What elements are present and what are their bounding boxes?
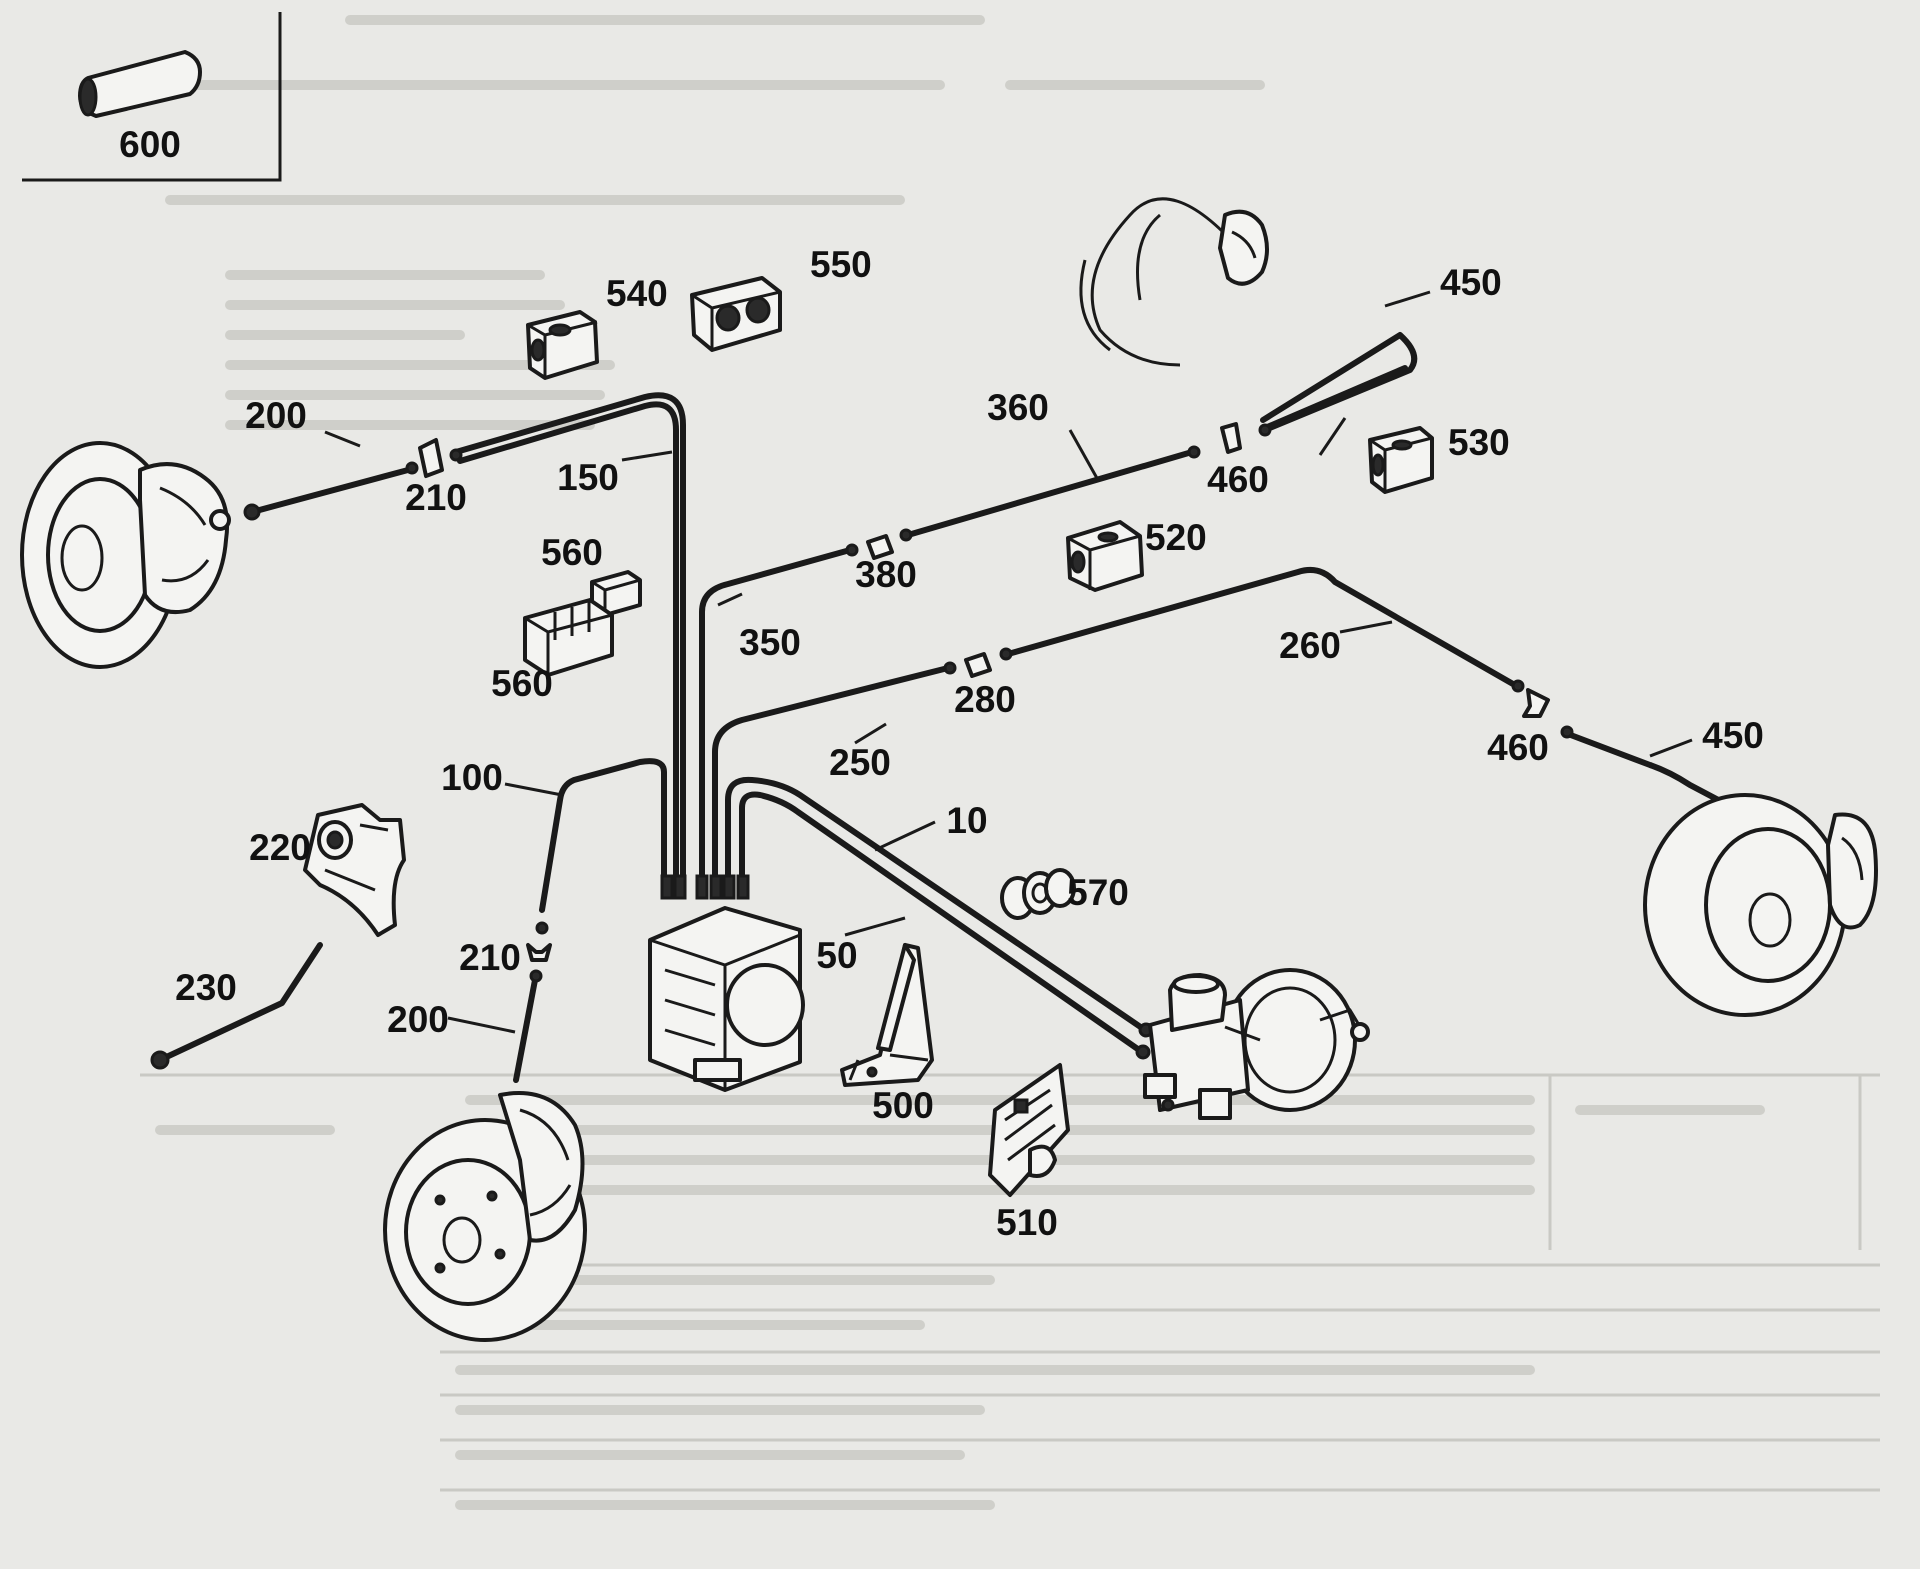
label-380: 380 xyxy=(855,554,917,595)
label-200-bottom: 200 xyxy=(387,999,449,1040)
bracket-500-icon xyxy=(840,943,934,1087)
label-50: 50 xyxy=(816,935,857,976)
connector-210-bottom-icon xyxy=(526,921,552,983)
sensor-220-icon xyxy=(303,803,406,937)
label-530: 530 xyxy=(1448,422,1510,463)
pipe-50 xyxy=(739,791,1145,1055)
label-460-bottom: 460 xyxy=(1487,727,1549,768)
label-450-bottom: 450 xyxy=(1702,715,1764,756)
master-cylinder-booster-icon xyxy=(1143,968,1370,1120)
label-10: 10 xyxy=(946,800,987,841)
connector-460-bottom-icon xyxy=(1511,679,1574,739)
union-280-icon xyxy=(943,647,1013,678)
label-230: 230 xyxy=(175,967,237,1008)
label-570: 570 xyxy=(1067,872,1129,913)
pipe-200-front-right xyxy=(513,977,538,1083)
label-100: 100 xyxy=(441,757,503,798)
disc-front-left-icon xyxy=(20,441,231,669)
pipe-100 xyxy=(539,758,667,913)
label-150: 150 xyxy=(557,457,619,498)
clips-570-icon xyxy=(1000,868,1076,920)
connector-460-top-icon xyxy=(1187,422,1272,459)
pipe-230 xyxy=(157,942,323,1063)
label-550: 550 xyxy=(810,244,872,285)
pipe-150 xyxy=(453,392,686,883)
holder-560-large-icon xyxy=(523,598,614,677)
disc-rear-right-icon xyxy=(1079,197,1269,367)
abs-unit-icon xyxy=(648,906,805,1092)
pipe-350 xyxy=(699,547,853,883)
pipe-200-front-left xyxy=(249,467,411,515)
label-210-top: 210 xyxy=(405,477,467,518)
pipe-360 xyxy=(905,449,1195,538)
label-560-bottom: 560 xyxy=(491,663,553,704)
holder-550-icon xyxy=(690,276,782,352)
label-460-top: 460 xyxy=(1207,459,1269,500)
label-600: 600 xyxy=(119,124,181,165)
connectors xyxy=(405,422,1574,983)
holder-540-icon xyxy=(526,310,599,380)
disc-front-right-icon xyxy=(383,1091,587,1342)
pipe-450-rear-right xyxy=(1260,332,1418,433)
brake-pipes xyxy=(150,332,1835,1083)
pipe-150-twin xyxy=(457,401,679,883)
disc-rear-left-icon xyxy=(1643,793,1878,1017)
sleeve-600-icon xyxy=(78,50,202,118)
label-520: 520 xyxy=(1145,517,1207,558)
connector-210-top-icon xyxy=(405,438,463,478)
holder-520-icon xyxy=(1066,520,1144,592)
label-450-top: 450 xyxy=(1440,262,1502,303)
leader-lines xyxy=(324,290,1693,1042)
label-360: 360 xyxy=(987,387,1049,428)
label-350: 350 xyxy=(739,622,801,663)
label-560-top: 560 xyxy=(541,532,603,573)
pipe-450-rear-left xyxy=(1565,731,1835,863)
label-210-bottom: 210 xyxy=(459,937,521,978)
pipe-450-rear-right-line xyxy=(1262,365,1408,431)
pipe-250 xyxy=(712,665,951,883)
label-220: 220 xyxy=(249,827,311,868)
inset-box-600: 600 xyxy=(22,12,282,182)
module-510-icon xyxy=(988,1063,1070,1197)
union-380-icon xyxy=(845,528,913,560)
label-540: 540 xyxy=(606,273,668,314)
label-200-top: 200 xyxy=(245,395,307,436)
holder-530-icon xyxy=(1368,426,1434,494)
label-280: 280 xyxy=(954,679,1016,720)
label-510: 510 xyxy=(996,1202,1058,1243)
label-250: 250 xyxy=(829,742,891,783)
label-260: 260 xyxy=(1279,625,1341,666)
pipe-10 xyxy=(725,776,1148,1033)
label-500: 500 xyxy=(872,1085,934,1126)
part-labels: 550 540 450 200 210 150 360 460 530 560 … xyxy=(175,244,1764,1243)
pipe-260 xyxy=(1005,567,1523,691)
